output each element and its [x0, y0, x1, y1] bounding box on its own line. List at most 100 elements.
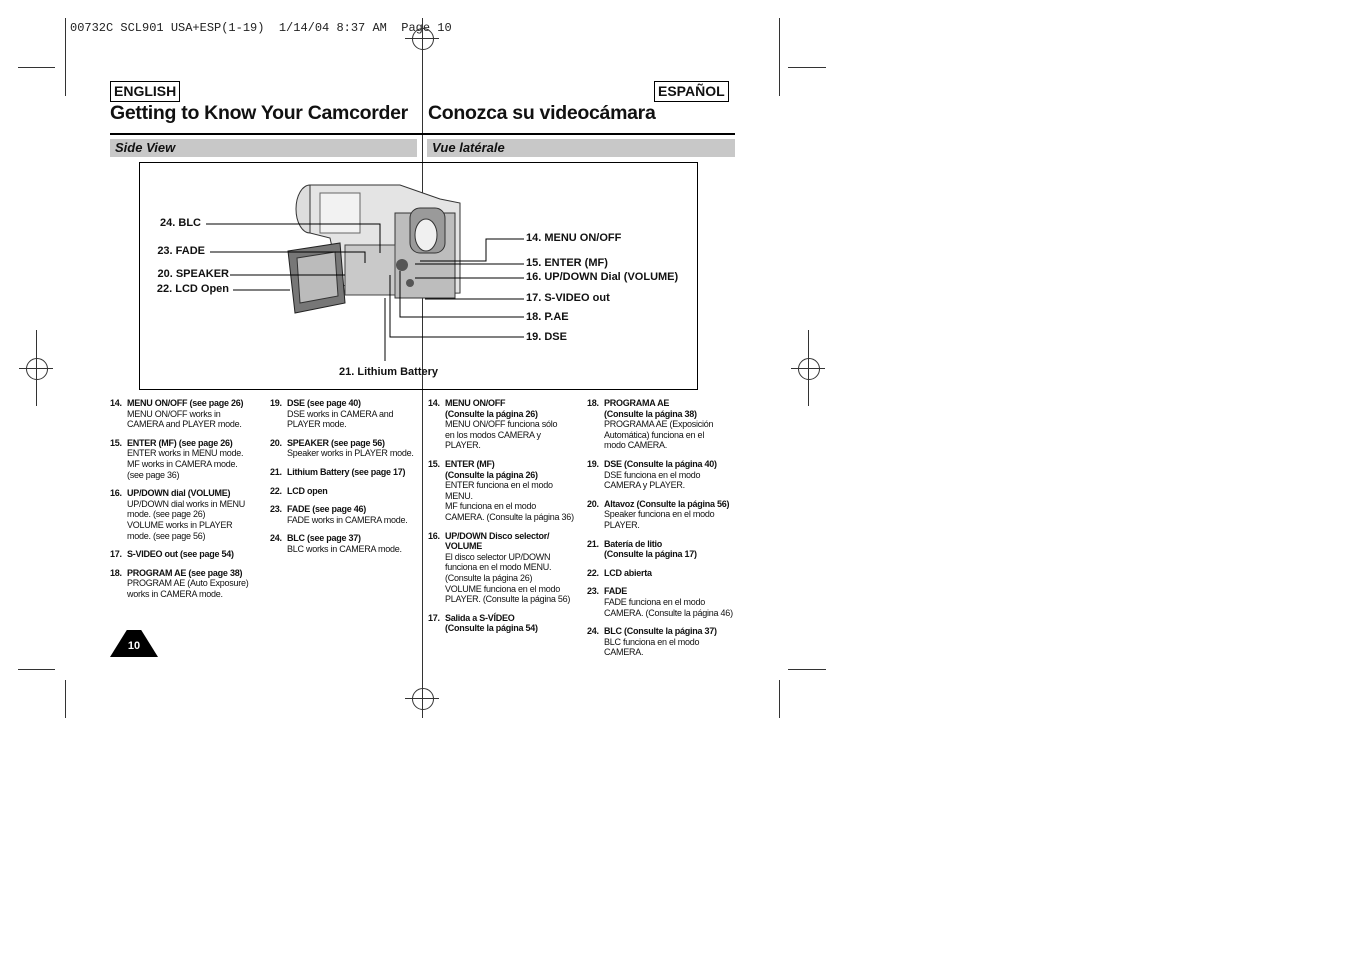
- item-title: DSE (Consulte la página 40): [604, 458, 717, 469]
- item-number: 19.: [587, 458, 599, 469]
- item-description: MF works in CAMERA mode.: [127, 458, 238, 469]
- item-number: 15.: [428, 458, 440, 469]
- item-title: (Consulte la página 54): [445, 623, 538, 634]
- item-description: CAMERA y PLAYER.: [604, 480, 685, 491]
- spanish-label: ESPAÑOL: [654, 81, 729, 102]
- item-description: CAMERA. (Consulte la página 36): [445, 511, 574, 522]
- item-number: 19.: [270, 398, 282, 408]
- item-title: (Consulte la página 17): [604, 549, 697, 560]
- page-title-spanish: Conozca su videocámara: [428, 102, 656, 124]
- item-description: VOLUME works in PLAYER: [127, 519, 233, 530]
- crop-mark: [65, 680, 66, 718]
- item-title: MENU ON/OFF: [445, 398, 506, 408]
- crop-mark: [18, 67, 55, 68]
- item-description: MENU.: [445, 490, 473, 501]
- item-title: PROGRAM AE (see page 38): [127, 567, 243, 578]
- item-title: LCD abierta: [604, 567, 652, 578]
- item-number: 23.: [270, 504, 282, 515]
- item-title: Salida a S-VÍDEO: [445, 612, 515, 623]
- item-description: PLAYER mode.: [287, 419, 347, 430]
- item-title: LCD open: [287, 485, 328, 496]
- list-item: 16. UP/DOWN dial (VOLUME)UP/DOWN dial wor…: [110, 488, 265, 541]
- item-description: BLC funciona en el modo: [604, 636, 700, 647]
- item-title: DSE (see page 40): [287, 398, 361, 408]
- item-number: 20.: [270, 437, 282, 448]
- callout-lines: [206, 223, 524, 361]
- item-title: (Consulte la página 26): [445, 469, 538, 480]
- item-number: 14.: [110, 398, 122, 408]
- list-item: 14.MENU ON/OFF(Consulte la página 26)MEN…: [428, 398, 583, 451]
- item-number: 24.: [270, 533, 282, 544]
- item-title: FADE (see page 46): [287, 504, 367, 515]
- item-title: PROGRAMA AE: [604, 398, 670, 408]
- item-description: PLAYER.: [445, 440, 481, 451]
- item-title: (Consulte la página 38): [604, 408, 697, 419]
- item-description: mode. (see page 56): [127, 530, 206, 541]
- item-title: S-VIDEO out (see page 54): [127, 549, 234, 560]
- english-column-1: 14.MENU ON/OFF (see page 26)MENU ON/OFF …: [110, 398, 265, 608]
- crop-mark: [788, 67, 826, 68]
- item-description: CAMERA and PLAYER mode.: [127, 419, 242, 430]
- label-lithium-battery: 21. Lithium Battery: [339, 366, 439, 378]
- registration-mark: [405, 38, 439, 39]
- section-heading-spanish: Vue latérale: [427, 139, 735, 157]
- item-title: SPEAKER (see page 56): [287, 437, 385, 448]
- item-title: UP/DOWN Disco selector/: [445, 530, 550, 541]
- label-s-video: 17. S-VIDEO out: [526, 292, 610, 304]
- list-item: 20. SPEAKER (see page 56)Speaker works in…: [270, 438, 425, 459]
- page-title-english: Getting to Know Your Camcorder: [110, 102, 408, 124]
- center-divider: [422, 18, 423, 718]
- item-title: VOLUME: [445, 541, 483, 552]
- item-title: ENTER (MF) (see page 26): [127, 437, 233, 448]
- item-title: FADE: [604, 586, 628, 597]
- item-number: 21.: [270, 466, 282, 477]
- item-title: UP/DOWN dial (VOLUME): [127, 488, 231, 499]
- label-pae: 18. P.AE: [526, 311, 569, 323]
- list-item: 22.LCD abierta: [587, 568, 747, 579]
- item-description: DSE works in CAMERA and: [287, 408, 394, 419]
- english-label: ENGLISH: [110, 81, 181, 102]
- item-number: 15.: [110, 437, 122, 448]
- item-title: BLC (see page 37): [287, 533, 361, 544]
- title-rule: [110, 133, 735, 135]
- crop-mark: [65, 18, 66, 96]
- list-item: 19. DSE (Consulte la página 40)DSE funcio…: [587, 459, 747, 491]
- page-number: 10: [110, 630, 158, 657]
- item-description: ENTER works in MENU mode.: [127, 448, 244, 459]
- item-number: 16.: [110, 488, 122, 499]
- crop-mark: [788, 669, 826, 670]
- crop-mark: [779, 680, 780, 718]
- item-description: FADE works in CAMERA mode.: [287, 514, 408, 525]
- item-description: (see page 36): [127, 469, 180, 480]
- item-description: modo CAMERA.: [604, 440, 668, 451]
- item-number: 16.: [428, 530, 440, 541]
- item-description: DSE funciona en el modo: [604, 469, 701, 480]
- item-description: ENTER funciona en el modo: [445, 480, 553, 491]
- item-number: 17.: [110, 549, 122, 560]
- item-description: PROGRAM AE (Auto Exposure): [127, 578, 249, 589]
- item-title: MENU ON/OFF (see page 26): [127, 398, 244, 408]
- item-description: Speaker works in PLAYER mode.: [287, 448, 414, 459]
- item-description: mode. (see page 26): [127, 509, 206, 520]
- item-title: Altavoz (Consulte la página 56): [604, 498, 730, 509]
- camcorder-body: [287, 184, 461, 314]
- item-description: (Consulte la página 26): [445, 572, 533, 583]
- list-item: 20.Altavoz (Consulte la página 56)Speake…: [587, 499, 747, 531]
- item-title: BLC (Consulte la página 37): [604, 626, 717, 637]
- registration-mark: [405, 698, 439, 699]
- registration-mark: [798, 358, 820, 380]
- section-heading-english: Side View: [110, 139, 417, 157]
- item-description: MF funciona en el modo: [445, 501, 537, 512]
- item-number: 24.: [587, 626, 599, 637]
- list-item: 24.BLC (see page 37)BLC works in CAMERA …: [270, 533, 425, 554]
- item-number: 14.: [428, 398, 440, 408]
- registration-mark: [36, 330, 37, 406]
- item-description: en los modos CAMERA y: [445, 429, 541, 440]
- item-description: VOLUME funciona en el modo: [445, 583, 561, 594]
- item-number: 21.: [587, 538, 599, 549]
- item-title: Lithium Battery (see page 17): [287, 466, 406, 477]
- item-description: PROGRAMA AE (Exposición: [604, 419, 714, 430]
- item-description: UP/DOWN dial works in MENU: [127, 498, 246, 509]
- item-description: PLAYER. (Consulte la página 56): [445, 594, 571, 605]
